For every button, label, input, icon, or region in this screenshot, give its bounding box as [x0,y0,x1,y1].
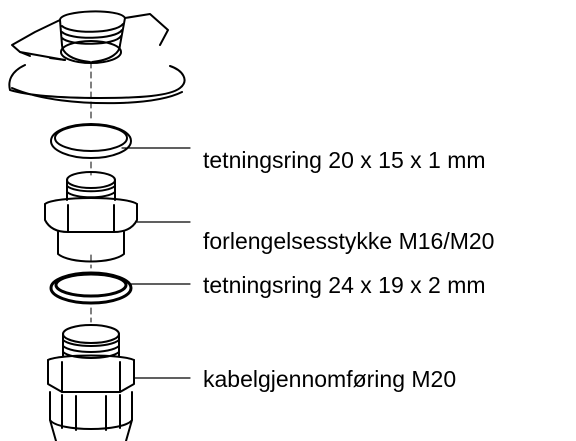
label-sealing-ring-large: tetningsring 24 x 19 x 2 mm [203,272,486,298]
cable-gland [47,324,135,441]
label-sealing-ring-small: tetningsring 20 x 15 x 1 mm [203,147,486,173]
leader-lines [121,147,191,379]
housing-wall-illustration [8,10,186,105]
sealing-ring-small [50,123,132,159]
sealing-ring-large [49,271,133,305]
extension-piece [44,171,138,263]
label-extension-piece: forlengelsesstykke M16/M20 [203,228,495,254]
label-cable-gland: kabelgjennomføring M20 [203,366,457,392]
